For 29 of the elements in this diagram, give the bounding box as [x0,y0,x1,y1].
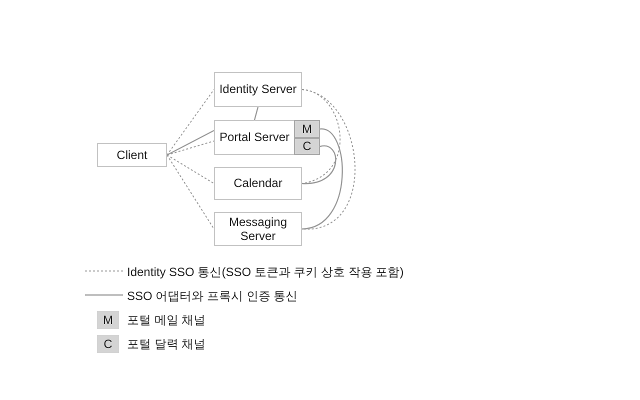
server-box [214,72,302,107]
node-label: Messaging Server [228,214,288,244]
node-label: C [302,139,312,154]
connector [166,130,214,156]
dotted-connector [302,89,356,230]
dotted-connector [166,154,214,230]
legend-swatch: M [97,311,119,329]
connector [302,128,343,230]
legend-text: Identity SSO 통신(SSO 토큰과 쿠키 상호 작용 포함) [127,264,404,281]
dotted-connector [166,154,214,184]
node-label: Calendar [234,176,282,191]
legend-text: 포털 메일 채널 [127,312,206,329]
connector [302,145,336,184]
connector [254,106,259,120]
client-box [97,143,167,167]
dotted-connector [166,140,214,156]
dotted-connector [166,89,214,156]
legend-text: 포털 달력 채널 [127,336,206,353]
server-box [214,120,295,155]
legend-swatch: C [97,335,119,353]
channel-tab [294,120,320,138]
channel-tab [294,138,320,155]
node-label: Identity Server [219,82,297,97]
node-label: Client [116,148,148,162]
node-label: M [302,122,312,136]
node-label: Portal Server [219,130,290,145]
server-box [214,167,302,200]
legend-text: SSO 어댑터와 프록시 인증 통신 [127,288,298,305]
server-box [214,212,302,246]
